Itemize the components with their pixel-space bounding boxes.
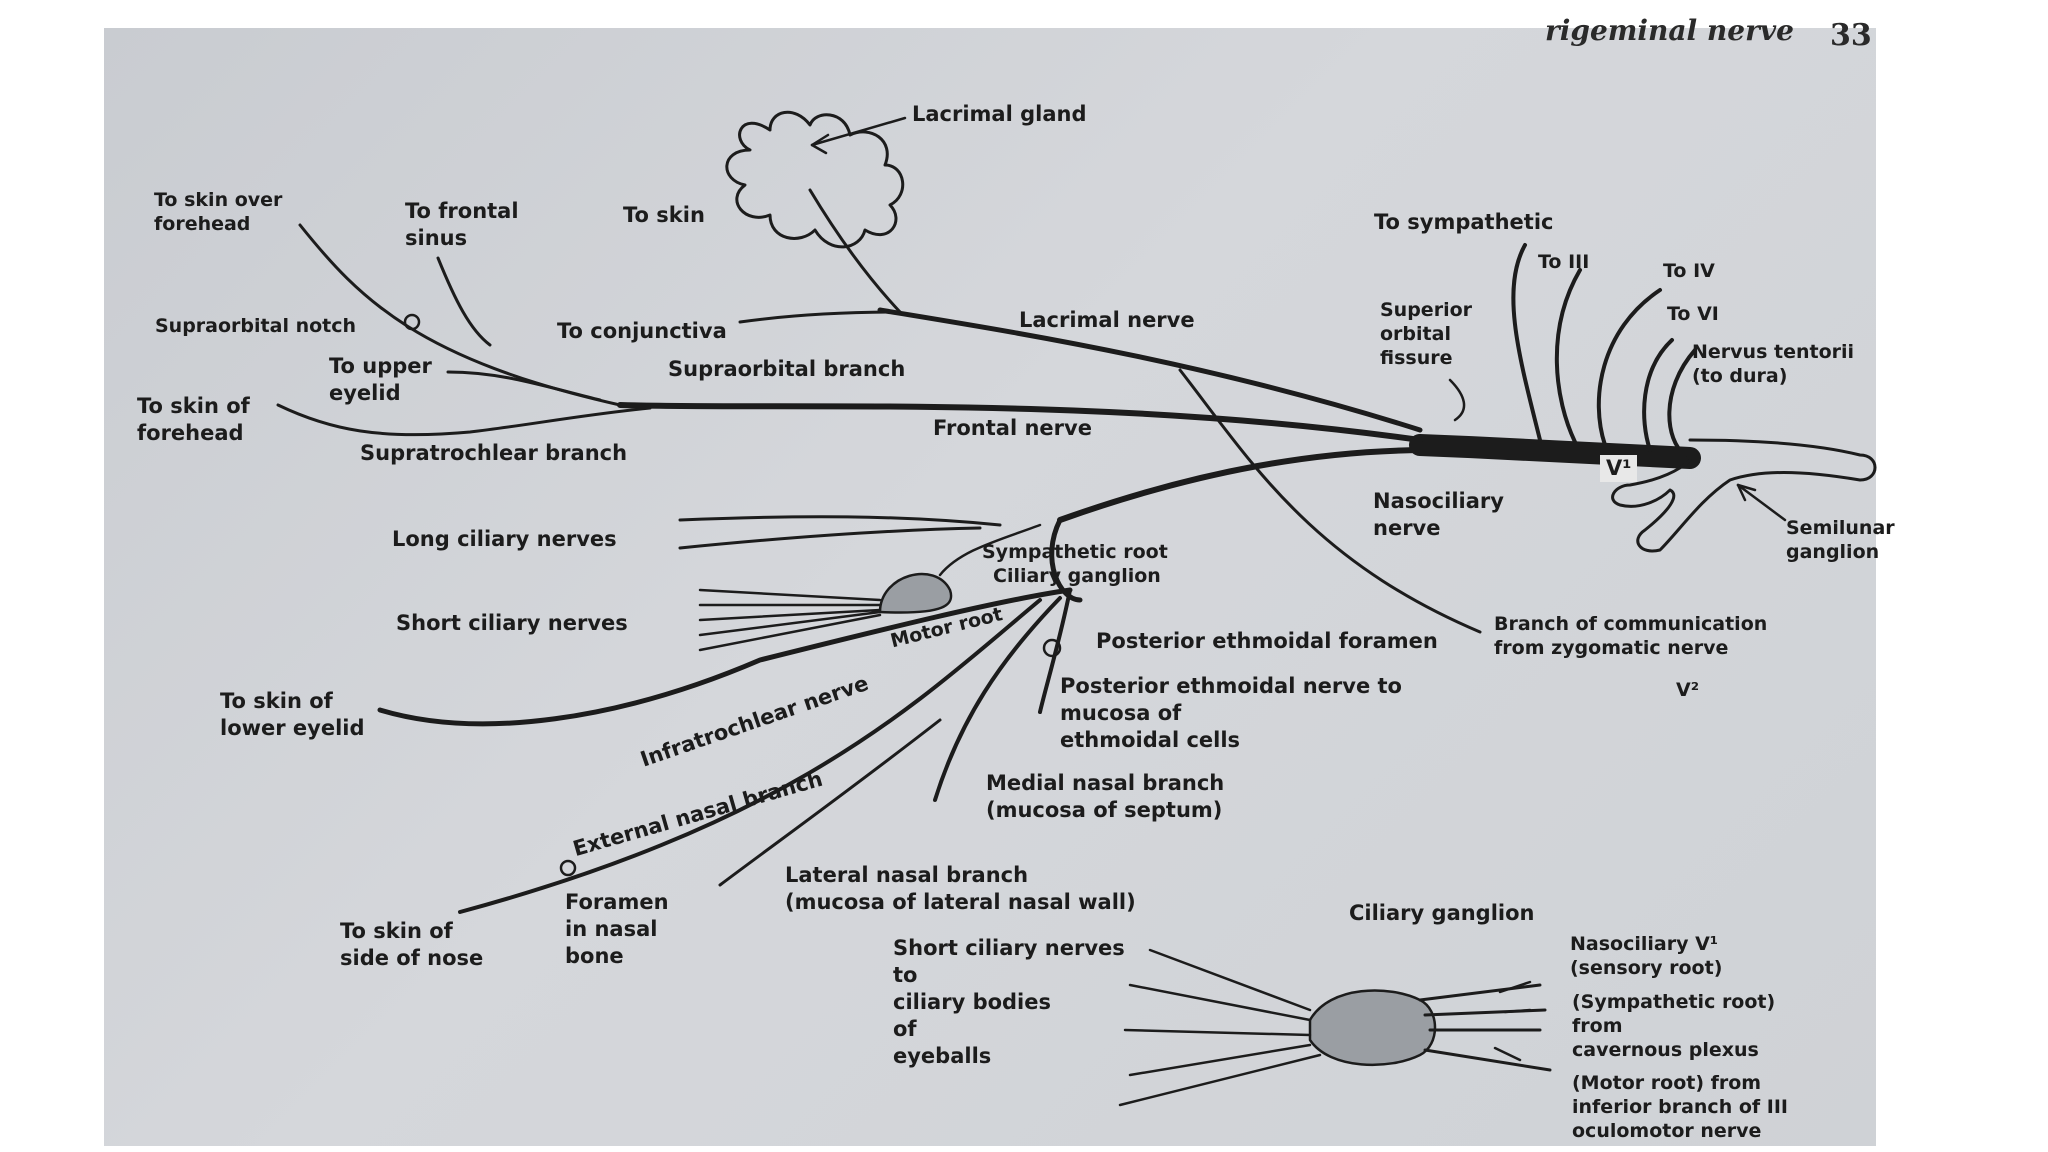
inset-nerves-right [1418, 983, 1552, 1072]
label-short-ciliary-nerves: Short ciliary nerves [396, 611, 628, 635]
inset-ganglion-shape [1308, 989, 1437, 1067]
label-semilunar-ganglion: Semilunar ganglion [1786, 517, 1895, 563]
running-head: rigeminal nerve [1545, 14, 1794, 47]
medial-nasal-line [933, 596, 1062, 802]
label-posterior-ethmoidal-nerve: Posterior ethmoidal nerve to mucosa of e… [1060, 674, 1402, 752]
label-lateral-nasal-branch: Lateral nasal branch (mucosa of lateral … [785, 863, 1136, 914]
label-to-skin-of-side-of-nose: To skin of side of nose [340, 919, 484, 970]
label-v1: V¹ [1600, 455, 1638, 482]
label-to-vi: To VI [1667, 303, 1719, 325]
label-supratrochlear-branch: Supratrochlear branch [360, 441, 628, 465]
label-branch-of-communication: Branch of communication from zygomatic n… [1494, 613, 1768, 659]
gland-branch [808, 188, 902, 314]
label-to-sympathetic: To sympathetic [1374, 210, 1554, 234]
fissure-arrow [1448, 378, 1466, 422]
label-to-skin-of-forehead: To skin of forehead [137, 394, 250, 445]
label-nervus-tentorii: Nervus tentorii (to dura) [1692, 341, 1855, 387]
label-to-iii: To III [1538, 251, 1590, 273]
label-posterior-ethmoidal-foramen: Posterior ethmoidal foramen [1096, 629, 1438, 653]
sympathetic-root-line [938, 523, 1042, 577]
to-iv-line [1596, 288, 1662, 447]
infratrochlear-line [377, 587, 1073, 727]
semilunar-ganglion-outline [1611, 438, 1877, 553]
label-long-ciliary-nerves: Long ciliary nerves [392, 527, 617, 551]
nasociliary-continuation [1049, 517, 1083, 603]
ciliary-ganglion-shape [878, 572, 953, 614]
short-ciliary-lines [698, 588, 882, 652]
posterior-ethmoidal-line [1038, 588, 1072, 714]
nasal-foramen-mark [559, 859, 577, 877]
label-inset-motor: (Motor root) from inferior branch of III… [1572, 1072, 1788, 1142]
long-ciliary-2 [678, 526, 982, 550]
label-to-frontal-sinus: To frontal sinus [405, 199, 519, 250]
label-frontal-nerve: Frontal nerve [933, 416, 1092, 440]
semilunar-arrow [1736, 483, 1787, 522]
scanned-page [104, 28, 1876, 1146]
page-number: 33 [1830, 18, 1872, 53]
label-supraorbital-notch: Supraorbital notch [155, 315, 357, 337]
ophthalmic-trunk [1409, 434, 1701, 469]
label-medial-nasal-branch: Medial nasal branch (mucosa of septum) [986, 771, 1225, 822]
label-to-upper-eyelid: To upper eyelid [329, 354, 432, 405]
lacrimal-gland-outline [725, 110, 905, 249]
label-inset-nasociliary: Nasociliary V¹ (sensory root) [1570, 933, 1723, 979]
inset-nerves-left [1118, 948, 1322, 1107]
long-ciliary-1 [678, 515, 1002, 527]
label-to-iv: To IV [1663, 260, 1715, 282]
label-lacrimal-gland: Lacrimal gland [912, 102, 1087, 126]
to-vi-line [1642, 338, 1674, 452]
upper-eyelid-branch [446, 370, 602, 402]
lateral-nasal-line [718, 718, 942, 887]
label-ciliary-ganglion: Ciliary ganglion [993, 565, 1161, 587]
label-inset-sympathetic: (Sympathetic root) from cavernous plexus [1572, 991, 1776, 1061]
nervus-tentorii-line [1667, 348, 1697, 457]
frontal-nerve [617, 402, 1423, 443]
to-sympathetic-line [1511, 243, 1542, 442]
label-to-skin-over-forehead: To skin over forehead [154, 189, 283, 235]
label-supraorbital-branch: Supraorbital branch [668, 357, 906, 381]
communication-branch [1178, 368, 1482, 634]
label-to-skin: To skin [623, 203, 705, 227]
label-to-conjunctiva: To conjunctiva [557, 319, 727, 343]
supraorbital-notch-mark [403, 313, 421, 331]
supratrochlear-line [276, 403, 652, 437]
label-to-skin-of-lower-eyelid: To skin of lower eyelid [220, 689, 365, 740]
gland-arrow [810, 116, 907, 147]
label-sympathetic-root: Sympathetic root [982, 541, 1168, 563]
external-nasal-line [458, 598, 1042, 914]
label-foramen-in-nasal-bone: Foramen in nasal bone [565, 890, 669, 968]
label-v2: V² [1676, 679, 1700, 701]
frontal-sinus-branch [436, 256, 492, 347]
to-iii-line [1554, 268, 1582, 444]
inset-title: Ciliary ganglion [1349, 901, 1535, 925]
posterior-ethmoidal-foramen-mark [1042, 638, 1062, 658]
inset-arrows [1493, 980, 1532, 1062]
conjunctiva-branch [738, 310, 902, 324]
label-nasociliary-nerve: Nasociliary nerve [1373, 489, 1504, 540]
label-inset-short-ciliary: Short ciliary nerves to ciliary bodies o… [893, 936, 1125, 1068]
lacrimal-nerve-line [877, 307, 1423, 433]
label-superior-orbital-fissure: Superior orbital fissure [1380, 299, 1473, 369]
label-lacrimal-nerve: Lacrimal nerve [1019, 308, 1195, 332]
